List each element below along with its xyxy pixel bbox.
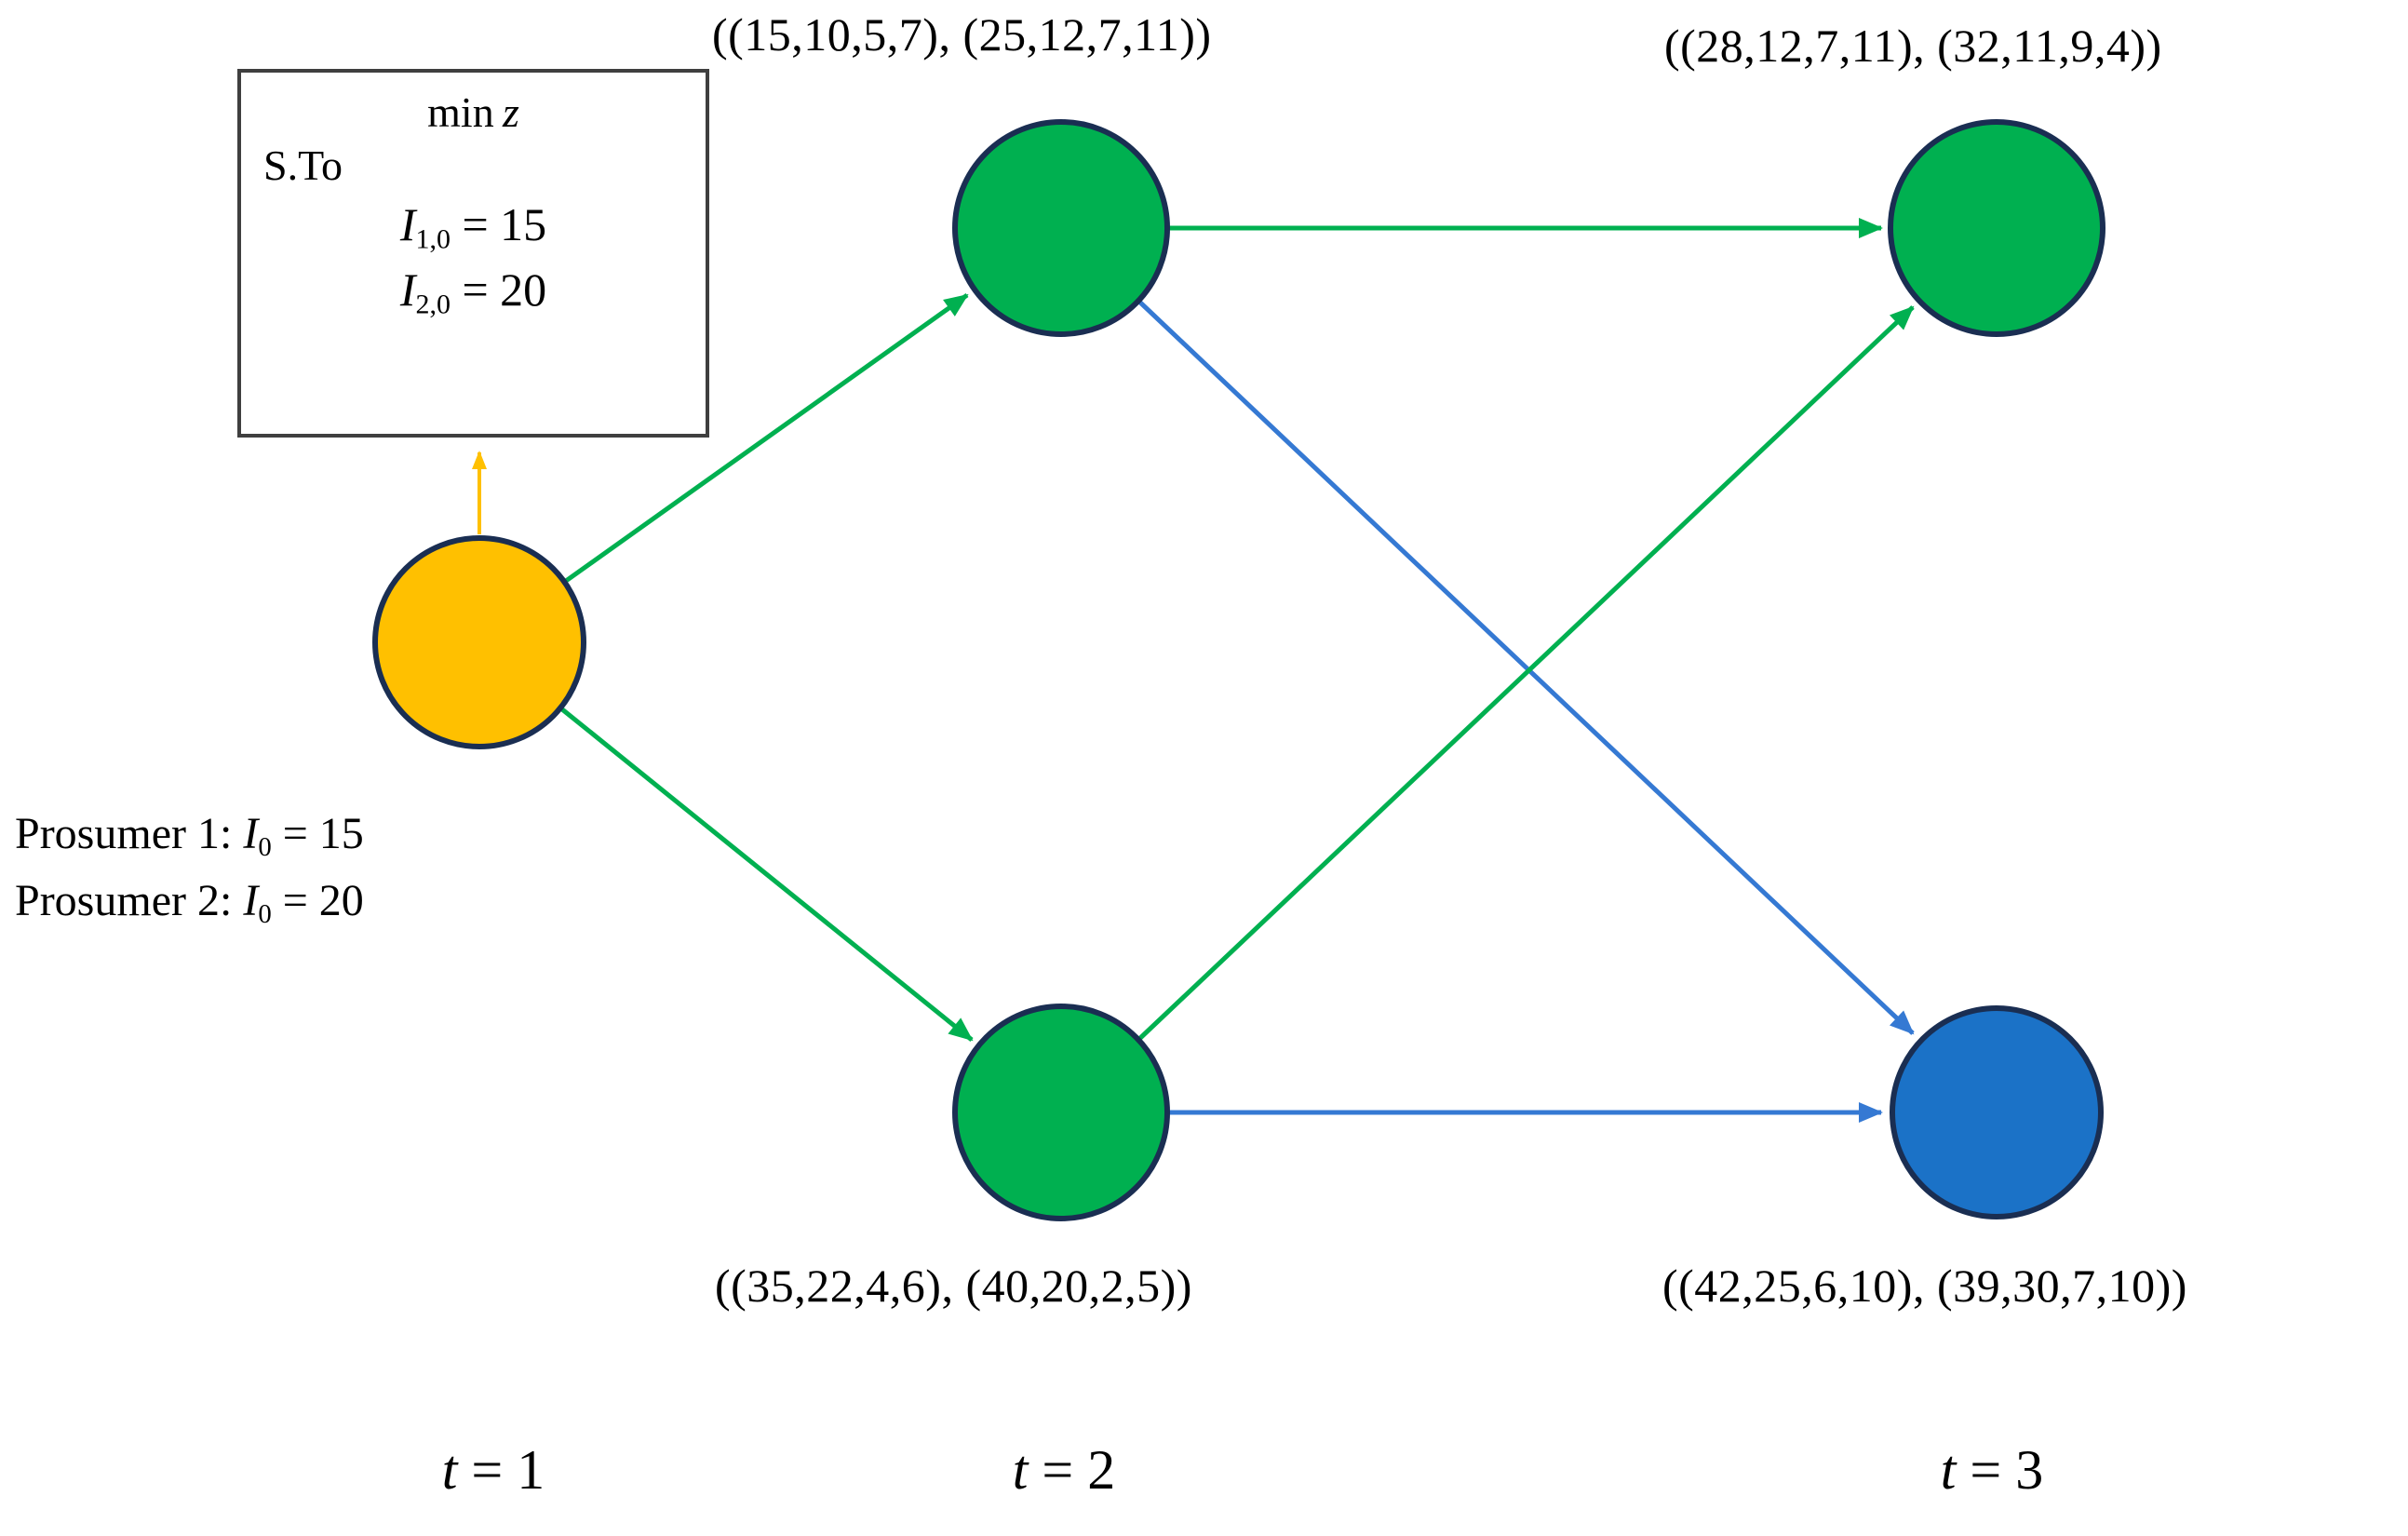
edge-t2bottom-to-t3top — [1137, 305, 1915, 1042]
node-root-t1 — [372, 535, 586, 749]
scenario-label-t2-top: ((15,10,5,7), (25,12,7,11)) — [712, 8, 1212, 61]
root-note: Prosumer 1: I0 = 15 Prosumer 2: I0 = 20 — [15, 801, 364, 934]
prosumer-1-variable: I — [243, 809, 259, 858]
time-label-t2-relation: = 2 — [1028, 1439, 1116, 1501]
prosumer-1-relation: = 15 — [271, 809, 364, 858]
objective-variable: z — [502, 88, 519, 136]
constraint-2-subscript: 2,0 — [415, 289, 451, 320]
scenario-label-t3-bottom: ((42,25,6,10), (39,30,7,10)) — [1662, 1260, 2187, 1312]
prosumer-1-subscript: 0 — [258, 832, 272, 863]
node-t3-top — [1888, 119, 2105, 337]
constraint-2-relation: = 20 — [450, 263, 547, 317]
edge-root-to-t2top — [564, 292, 969, 584]
constraint-1: I1,0 = 15 — [241, 197, 706, 255]
prosumer-2-variable: I — [243, 875, 259, 925]
time-label-t3: t = 3 — [1941, 1438, 2044, 1502]
prosumer-2-prefix: Prosumer 2: — [15, 875, 244, 925]
node-t3-bottom — [1890, 1005, 2104, 1219]
time-label-t3-relation: = 3 — [1956, 1439, 2044, 1501]
objective-line: min z — [241, 88, 706, 137]
constraint-2-variable: I — [399, 263, 416, 317]
node-t2-top — [952, 119, 1170, 337]
min-keyword: min — [427, 88, 494, 136]
time-label-t3-variable: t — [1940, 1439, 1957, 1501]
edge-root-to-t2bottom — [560, 707, 974, 1042]
node-t2-bottom — [952, 1004, 1170, 1221]
constraint-1-relation: = 15 — [450, 198, 547, 250]
prosumer-2-subscript: 0 — [258, 898, 272, 929]
time-label-t1: t = 1 — [442, 1438, 545, 1502]
root-note-line-2: Prosumer 2: I0 = 20 — [15, 868, 364, 935]
time-label-t2-variable: t — [1012, 1439, 1029, 1501]
scenario-label-t3-top: ((28,12,7,11), (32,11,9,4)) — [1664, 20, 2162, 72]
root-note-line-1: Prosumer 1: I0 = 15 — [15, 801, 364, 868]
subject-to-label: S.To — [263, 141, 343, 189]
constraint-1-subscript: 1,0 — [415, 223, 451, 255]
prosumer-1-prefix: Prosumer 1: — [15, 809, 244, 858]
constraint-1-variable: I — [399, 198, 416, 250]
time-label-t2: t = 2 — [1013, 1438, 1116, 1502]
prosumer-2-relation: = 20 — [271, 875, 364, 925]
time-label-t1-variable: t — [441, 1439, 458, 1501]
objective-box: min z S.To I1,0 = 15 I2,0 = 20 — [237, 69, 709, 438]
scenario-label-t2-bottom: ((35,22,4,6), (40,20,2,5)) — [715, 1260, 1192, 1312]
constraint-2: I2,0 = 20 — [241, 263, 706, 320]
time-label-t1-relation: = 1 — [457, 1439, 545, 1501]
edge-t2top-to-t3bottom — [1137, 299, 1915, 1035]
